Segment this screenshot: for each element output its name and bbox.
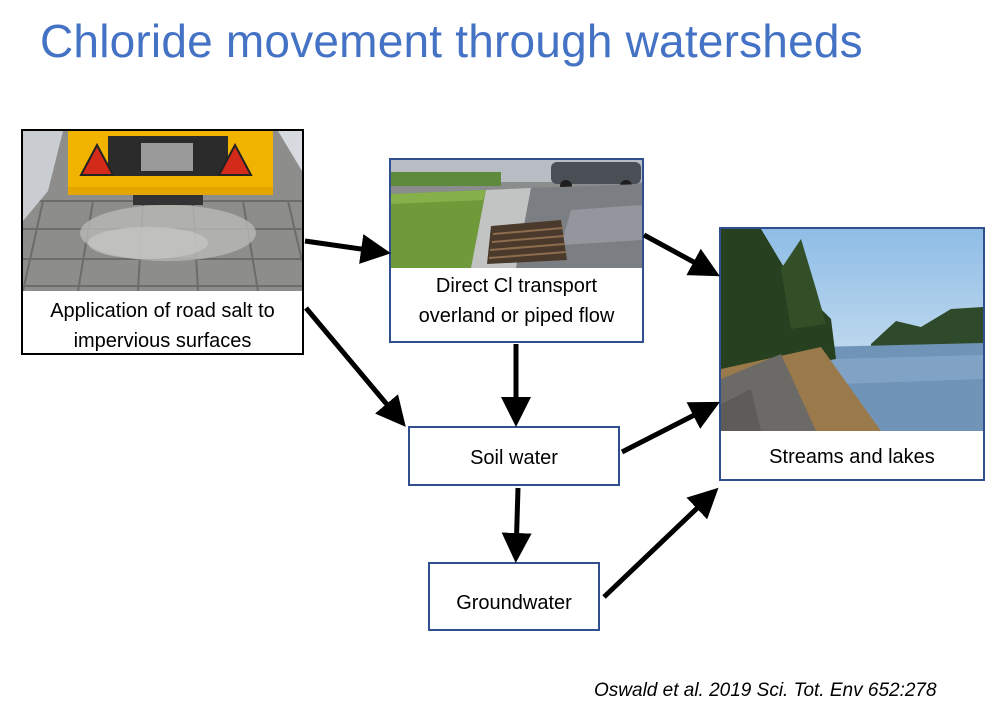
arrow-direct-to-streams: [644, 235, 712, 272]
arrow-salt-to-soil: [306, 308, 400, 420]
arrow-soil-to-groundwater: [516, 488, 518, 554]
citation: Oswald et al. 2019 Sci. Tot. Env 652:278: [594, 680, 937, 702]
arrow-soil-to-streams: [622, 406, 712, 452]
arrow-groundwater-to-streams: [604, 494, 712, 597]
arrow-salt-to-direct: [305, 241, 382, 252]
